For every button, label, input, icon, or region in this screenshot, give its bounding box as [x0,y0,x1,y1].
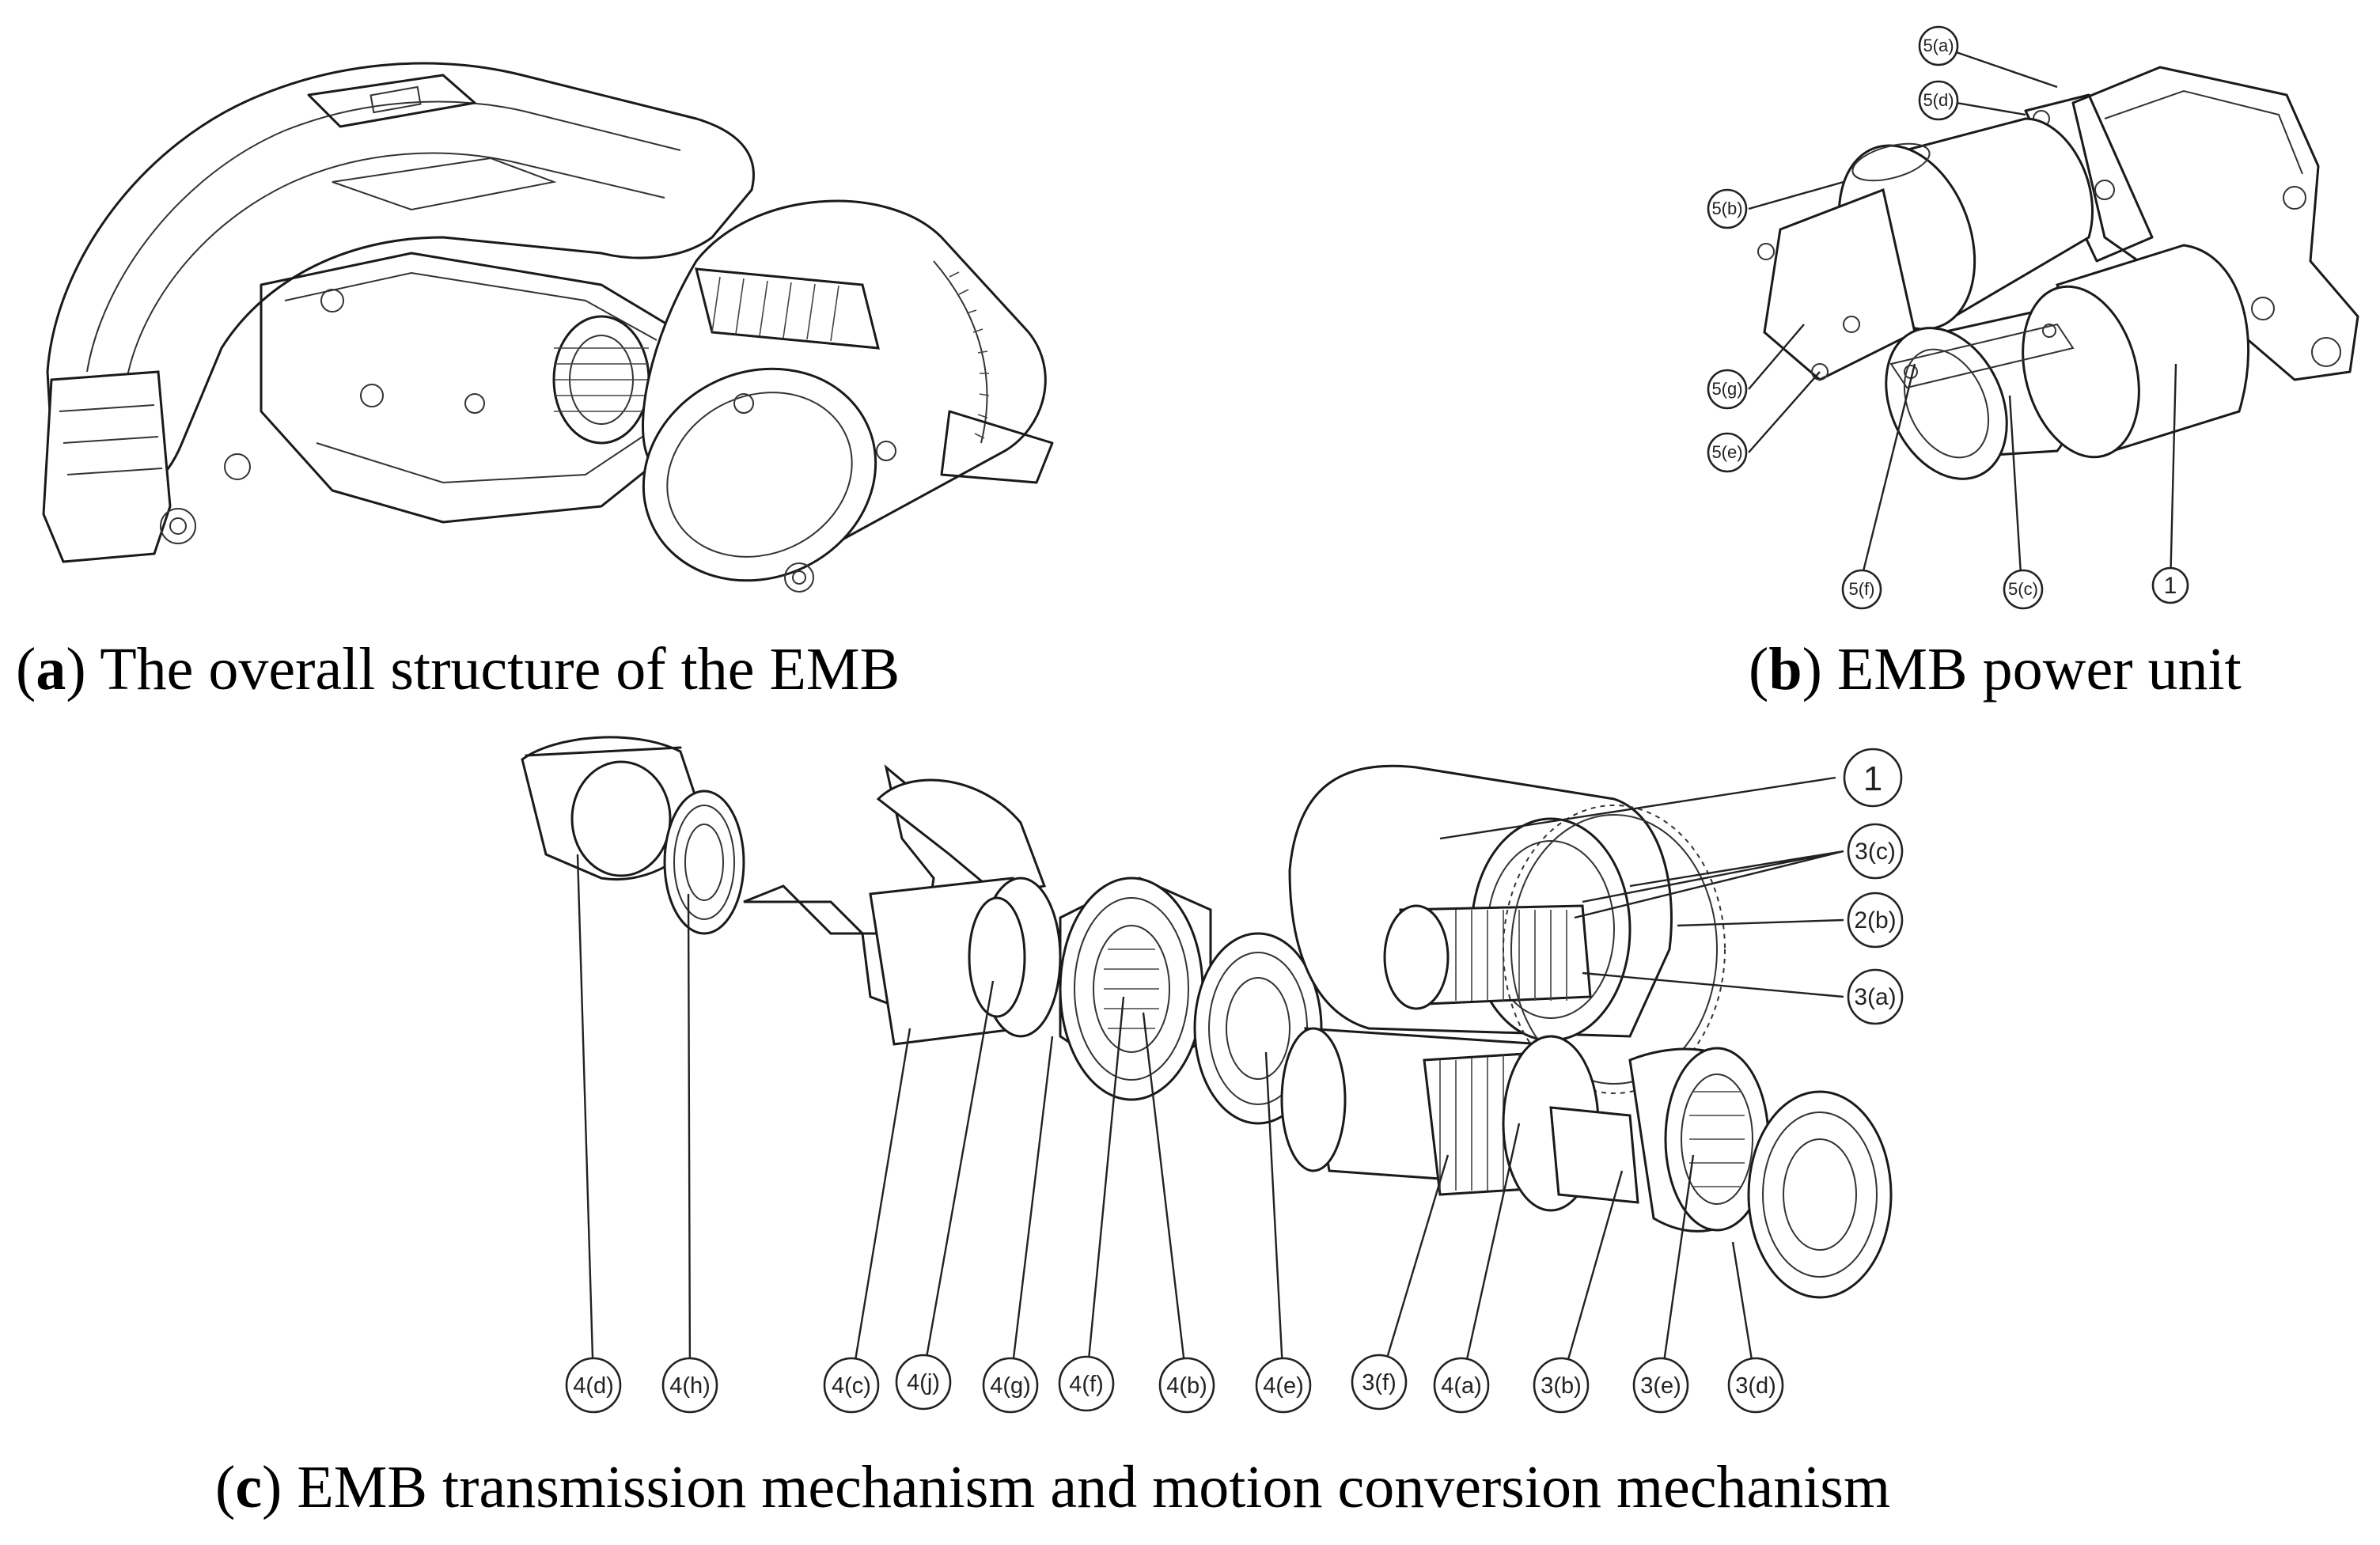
svg-text:4(g): 4(g) [990,1373,1031,1399]
svg-text:1: 1 [1863,759,1882,798]
callout-3e: 3(e) [1632,1357,1689,1414]
callout-5c: 5(c) [2003,569,2044,610]
callout-5d: 5(d) [1918,80,1959,121]
callout-5a: 5(a) [1918,25,1959,66]
callout-5g: 5(g) [1707,369,1748,410]
svg-text:5(g): 5(g) [1711,379,1742,399]
svg-text:4(d): 4(d) [573,1373,614,1399]
caption-c-text: EMB transmission mechanism and motion co… [297,1454,1891,1520]
svg-text:3(f): 3(f) [1362,1370,1397,1395]
callout-3d: 3(d) [1727,1357,1784,1414]
emb-exploded-view-drawing [521,736,1893,1299]
svg-text:4(b): 4(b) [1166,1373,1207,1399]
callout-3b: 3(b) [1533,1357,1590,1414]
svg-text:3(c): 3(c) [1855,839,1896,865]
callout-3c: 3(c) [1847,823,1904,880]
svg-text:4(a): 4(a) [1441,1373,1482,1399]
svg-text:4(c): 4(c) [832,1373,871,1399]
callout-3a: 3(a) [1847,968,1904,1025]
power-unit-callouts: 5(a) 5(d) 5(b) 5(g) 5(e) 5(f) 5(c) 1 [1707,25,2189,610]
callout-5b: 5(b) [1707,188,1748,229]
callout-4f: 4(f) [1058,1355,1115,1412]
callout-1-power-unit: 1 [2151,566,2189,604]
emb-overall-assembly-drawing [42,62,1054,593]
svg-text:4(h): 4(h) [669,1373,711,1399]
svg-text:3(b): 3(b) [1541,1373,1582,1399]
svg-text:3(d): 3(d) [1735,1373,1776,1399]
svg-text:5(c): 5(c) [2008,579,2038,599]
caption-c-letter: c [235,1454,263,1520]
exploded-leaders [576,776,1844,1385]
caption-b: (b) EMB power unit [1749,636,2242,702]
callout-4e: 4(e) [1255,1357,1312,1414]
callout-1-exploded: 1 [1843,748,1903,808]
svg-text:5(f): 5(f) [1849,579,1875,599]
exploded-right-callouts: 1 3(c) 2(b) 3(a) [1843,748,1904,1025]
caption-a: (a) The overall structure of the EMB [16,636,900,702]
callout-4j: 4(j) [895,1354,952,1411]
caption-a-text: The overall structure of the EMB [100,636,900,702]
svg-text:2(b): 2(b) [1854,907,1896,933]
callout-2b: 2(b) [1847,892,1904,949]
caption-a-letter: a [36,636,66,702]
callout-4d: 4(d) [565,1357,622,1414]
svg-text:4(e): 4(e) [1263,1373,1304,1399]
svg-text:4(f): 4(f) [1069,1372,1104,1397]
callout-5e: 5(e) [1707,432,1748,473]
callout-4h: 4(h) [661,1357,718,1414]
callout-4g: 4(g) [982,1357,1039,1414]
svg-text:4(j): 4(j) [907,1370,940,1395]
svg-text:1: 1 [2164,573,2177,599]
svg-text:5(d): 5(d) [1923,90,1954,110]
svg-text:3(e): 3(e) [1640,1373,1681,1399]
callout-5f: 5(f) [1841,569,1882,610]
svg-text:5(b): 5(b) [1711,199,1742,218]
svg-text:3(a): 3(a) [1854,984,1896,1010]
callout-3f: 3(f) [1351,1354,1408,1411]
emb-power-unit-drawing [1757,66,2359,480]
svg-text:5(a): 5(a) [1923,36,1954,55]
caption-b-text: EMB power unit [1836,636,2242,702]
callout-4c: 4(c) [823,1357,880,1414]
exploded-bottom-callouts: 4(d) 4(h) 4(c) 4(j) 4(g) 4(f) 4(b) 4(e) … [565,1354,1784,1414]
callout-4b: 4(b) [1158,1357,1215,1414]
callout-4a: 4(a) [1433,1357,1490,1414]
svg-text:5(e): 5(e) [1711,442,1742,462]
caption-c: (c) EMB transmission mechanism and motio… [215,1454,1891,1520]
caption-b-letter: b [1768,636,1802,702]
